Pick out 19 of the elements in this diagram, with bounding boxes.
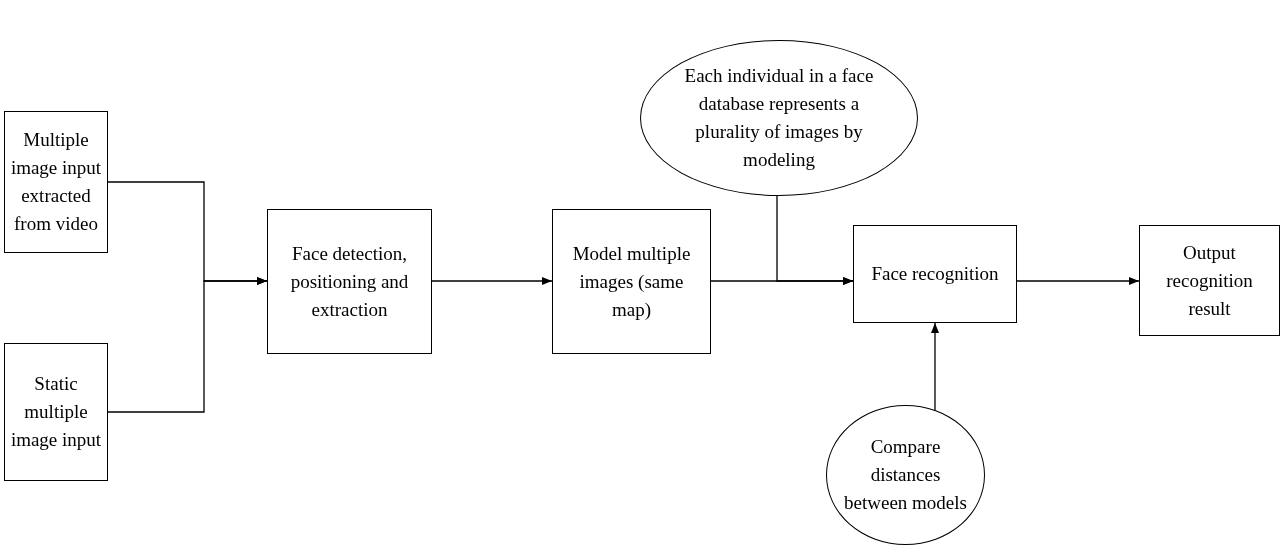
- node-label: Output recognition result: [1165, 240, 1254, 321]
- node-label: Each individual in a face database represents a plurality of images by modeling: [683, 64, 875, 172]
- node-label: Compare distances between models: [843, 435, 968, 515]
- arrow: [431, 277, 553, 285]
- node-label: Face recognition: [871, 262, 999, 286]
- process-box: [267, 209, 432, 354]
- arrow: [107, 277, 268, 413]
- node-label: Multiple image input extracted from video: [9, 128, 103, 236]
- process-box: [1139, 225, 1280, 336]
- process-box: [853, 225, 1017, 323]
- node-label: Static multiple image input: [9, 372, 103, 452]
- process-box: [4, 111, 108, 253]
- node-label: Face detection, positioning and extraction: [289, 241, 410, 322]
- arrow: [1016, 277, 1140, 285]
- node-label: Model multiple images (same map): [571, 241, 692, 322]
- process-box: [4, 343, 108, 481]
- process-box: [552, 209, 711, 354]
- arrow: [931, 322, 939, 411]
- arrow: [776, 195, 854, 285]
